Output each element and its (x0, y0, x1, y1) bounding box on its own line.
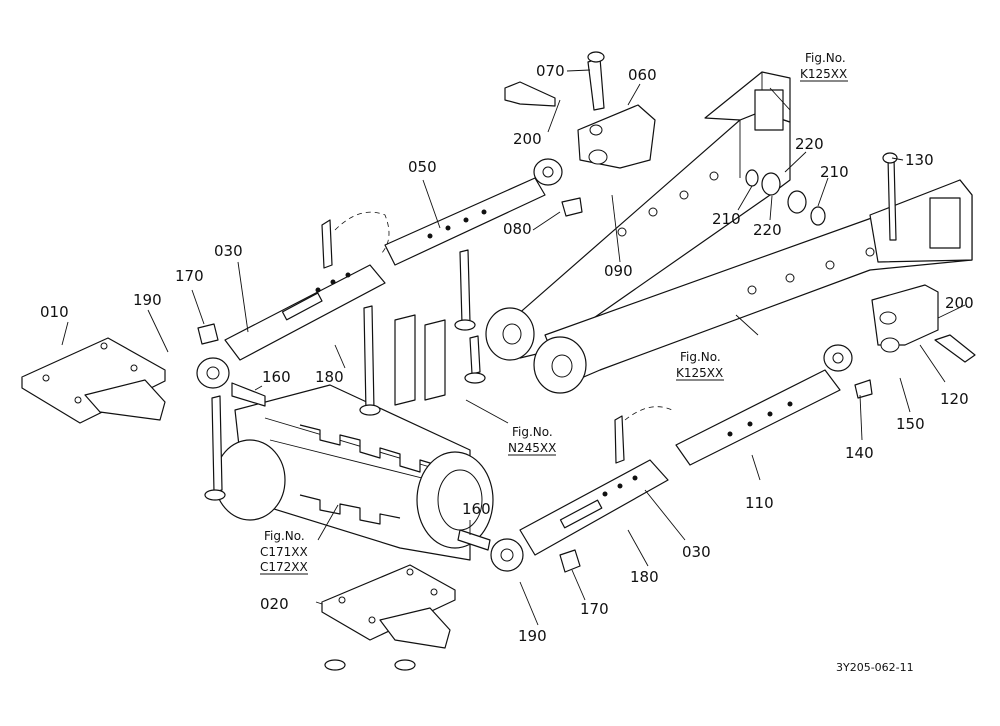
part-label-050: 050 (408, 158, 437, 176)
turnbuckle-030-upper (196, 264, 386, 389)
part-label-060: 060 (628, 66, 657, 84)
part-label-220-lower: 220 (753, 221, 782, 239)
svg-text:Fig.No.: Fig.No. (264, 529, 305, 543)
part-label-140: 140 (845, 444, 874, 462)
svg-text:C172XX: C172XX (260, 560, 308, 574)
part-label-170-upper: 170 (175, 267, 204, 285)
svg-text:K125XX: K125XX (676, 366, 723, 380)
bracket-120 (871, 284, 939, 353)
plate-010 (21, 337, 166, 424)
part-label-090: 090 (604, 262, 633, 280)
svg-text:K125XX: K125XX (800, 67, 847, 81)
part-label-030-lower: 030 (682, 543, 711, 561)
part-label-190-lower: 190 (518, 627, 547, 645)
svg-text:Fig.No.: Fig.No. (805, 51, 846, 65)
part-label-120: 120 (940, 390, 969, 408)
part-label-210-upper: 210 (820, 163, 849, 181)
drawing-code: 3Y205-062-11 (836, 661, 914, 674)
part-label-110: 110 (745, 494, 774, 512)
upper-lift-arm (485, 71, 791, 361)
fig-ref-n245xx: Fig.No. N245XX (508, 425, 556, 456)
figure-references: Fig.No. K125XX Fig.No. K125XX Fig.No. N2… (260, 51, 848, 575)
bracket-060 (577, 104, 656, 169)
svg-text:N245XX: N245XX (508, 441, 556, 455)
lower-link-110 (675, 344, 853, 466)
part-label-160-lower: 160 (462, 500, 491, 518)
part-label-150: 150 (896, 415, 925, 433)
fig-ref-k125xx-top: Fig.No. K125XX (800, 51, 848, 82)
part-label-190-upper: 190 (133, 291, 162, 309)
washers-spacers (745, 169, 826, 226)
part-label-080: 080 (503, 220, 532, 238)
part-label-020: 020 (260, 595, 289, 613)
svg-text:C171XX: C171XX (260, 545, 308, 559)
chains (334, 211, 673, 421)
part-label-070: 070 (536, 62, 565, 80)
part-label-170-lower: 170 (580, 600, 609, 618)
lower-lift-arm (533, 179, 973, 394)
part-label-200-lower: 200 (945, 294, 974, 312)
fig-ref-k125xx-mid: Fig.No. K125XX (676, 350, 724, 381)
line-art (21, 51, 976, 671)
center-housing (214, 314, 494, 561)
top-link-050 (384, 158, 563, 266)
bolts-and-pins (197, 51, 976, 671)
plate-020 (321, 564, 456, 649)
svg-text:Fig.No.: Fig.No. (680, 350, 721, 364)
fig-ref-c171xx: Fig.No. C171XX C172XX (260, 529, 308, 575)
part-label-130: 130 (905, 151, 934, 169)
turnbuckle-030-lower (490, 459, 669, 572)
part-label-180-upper: 180 (315, 368, 344, 386)
svg-text:Fig.No.: Fig.No. (512, 425, 553, 439)
part-label-010: 010 (40, 303, 69, 321)
part-label-180-lower: 180 (630, 568, 659, 586)
part-label-200-upper: 200 (513, 130, 542, 148)
part-labels: 010 190 170 030 050 160 180 070 060 200 … (40, 62, 974, 645)
leader-lines (61, 69, 966, 626)
part-label-210-lower: 210 (712, 210, 741, 228)
part-label-160-upper: 160 (262, 368, 291, 386)
part-label-220-upper: 220 (795, 135, 824, 153)
part-label-030-upper: 030 (214, 242, 243, 260)
